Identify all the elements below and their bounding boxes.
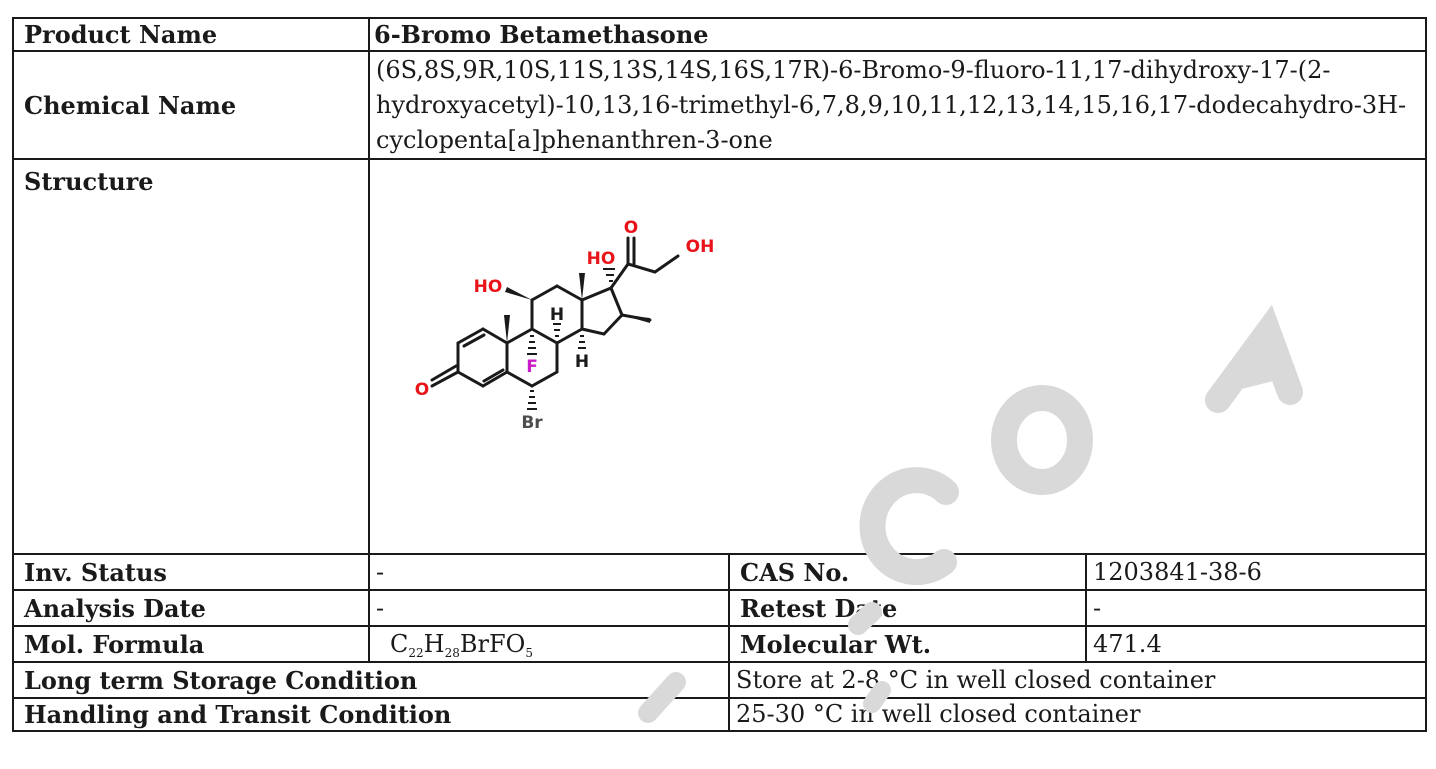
transit-label: Handling and Transit Condition [12, 697, 730, 732]
structure-label: Structure [12, 158, 370, 555]
mol-formula-label: Mol. Formula [12, 625, 370, 663]
retest-date-value: - [1085, 589, 1427, 627]
atom-o-ketone-top: O [624, 218, 638, 238]
transit-value: 25-30 °C in well closed container [728, 697, 1427, 732]
product-name-label: Product Name [12, 17, 370, 52]
atom-o-left: O [415, 380, 429, 400]
structure-cell: HO HO OH O O H H F Br [368, 158, 1427, 555]
molecule-atoms: HO HO OH O O H H F Br [415, 218, 715, 433]
row-inv-status: Inv. Status - CAS No. 1203841-38-6 [12, 553, 1427, 591]
storage-label: Long term Storage Condition [12, 661, 730, 699]
chemical-name-value: (6S,8S,9R,10S,11S,13S,14S,16S,17R)-6-Bro… [368, 50, 1427, 160]
molecule-structure: HO HO OH O O H H F Br [415, 218, 715, 433]
mol-weight-value: 471.4 [1085, 625, 1427, 663]
atom-f: F [526, 357, 538, 377]
atom-ho-top: HO [587, 249, 616, 269]
molecule-wedges [504, 273, 650, 343]
analysis-date-value: - [368, 589, 730, 627]
inv-status-value: - [368, 553, 730, 591]
analysis-date-label: Analysis Date [12, 589, 370, 627]
row-storage: Long term Storage Condition Store at 2-8… [12, 661, 1427, 699]
atom-h-lower: H [575, 352, 589, 372]
inv-status-label: Inv. Status [12, 553, 370, 591]
row-formula: Mol. Formula C22H28BrFO5 Molecular Wt. 4… [12, 625, 1427, 663]
storage-value: Store at 2-8 °C in well closed container [728, 661, 1427, 699]
atom-h-upper: H [550, 305, 564, 325]
coa-table: Product Name 6-Bromo Betamethasone Chemi… [12, 17, 1427, 732]
row-product-name: Product Name 6-Bromo Betamethasone [12, 17, 1427, 52]
retest-date-label: Retest Date [728, 589, 1087, 627]
atom-ho-left: HO [474, 277, 503, 297]
product-name-value: 6-Bromo Betamethasone [368, 17, 1427, 52]
chemical-name-label: Chemical Name [12, 50, 370, 160]
atom-oh-right: OH [686, 237, 715, 257]
cas-value: 1203841-38-6 [1085, 553, 1427, 591]
cas-label: CAS No. [728, 553, 1087, 591]
mol-formula-value: C22H28BrFO5 [368, 625, 730, 663]
row-structure: Structure [12, 158, 1427, 555]
molecule-hashes [527, 268, 615, 410]
molecule-bonds [430, 236, 680, 388]
mol-weight-label: Molecular Wt. [728, 625, 1087, 663]
atom-br: Br [521, 413, 543, 433]
row-chemical-name: Chemical Name (6S,8S,9R,10S,11S,13S,14S,… [12, 50, 1427, 160]
row-transit: Handling and Transit Condition 25-30 °C … [12, 697, 1427, 732]
row-dates: Analysis Date - Retest Date - [12, 589, 1427, 627]
